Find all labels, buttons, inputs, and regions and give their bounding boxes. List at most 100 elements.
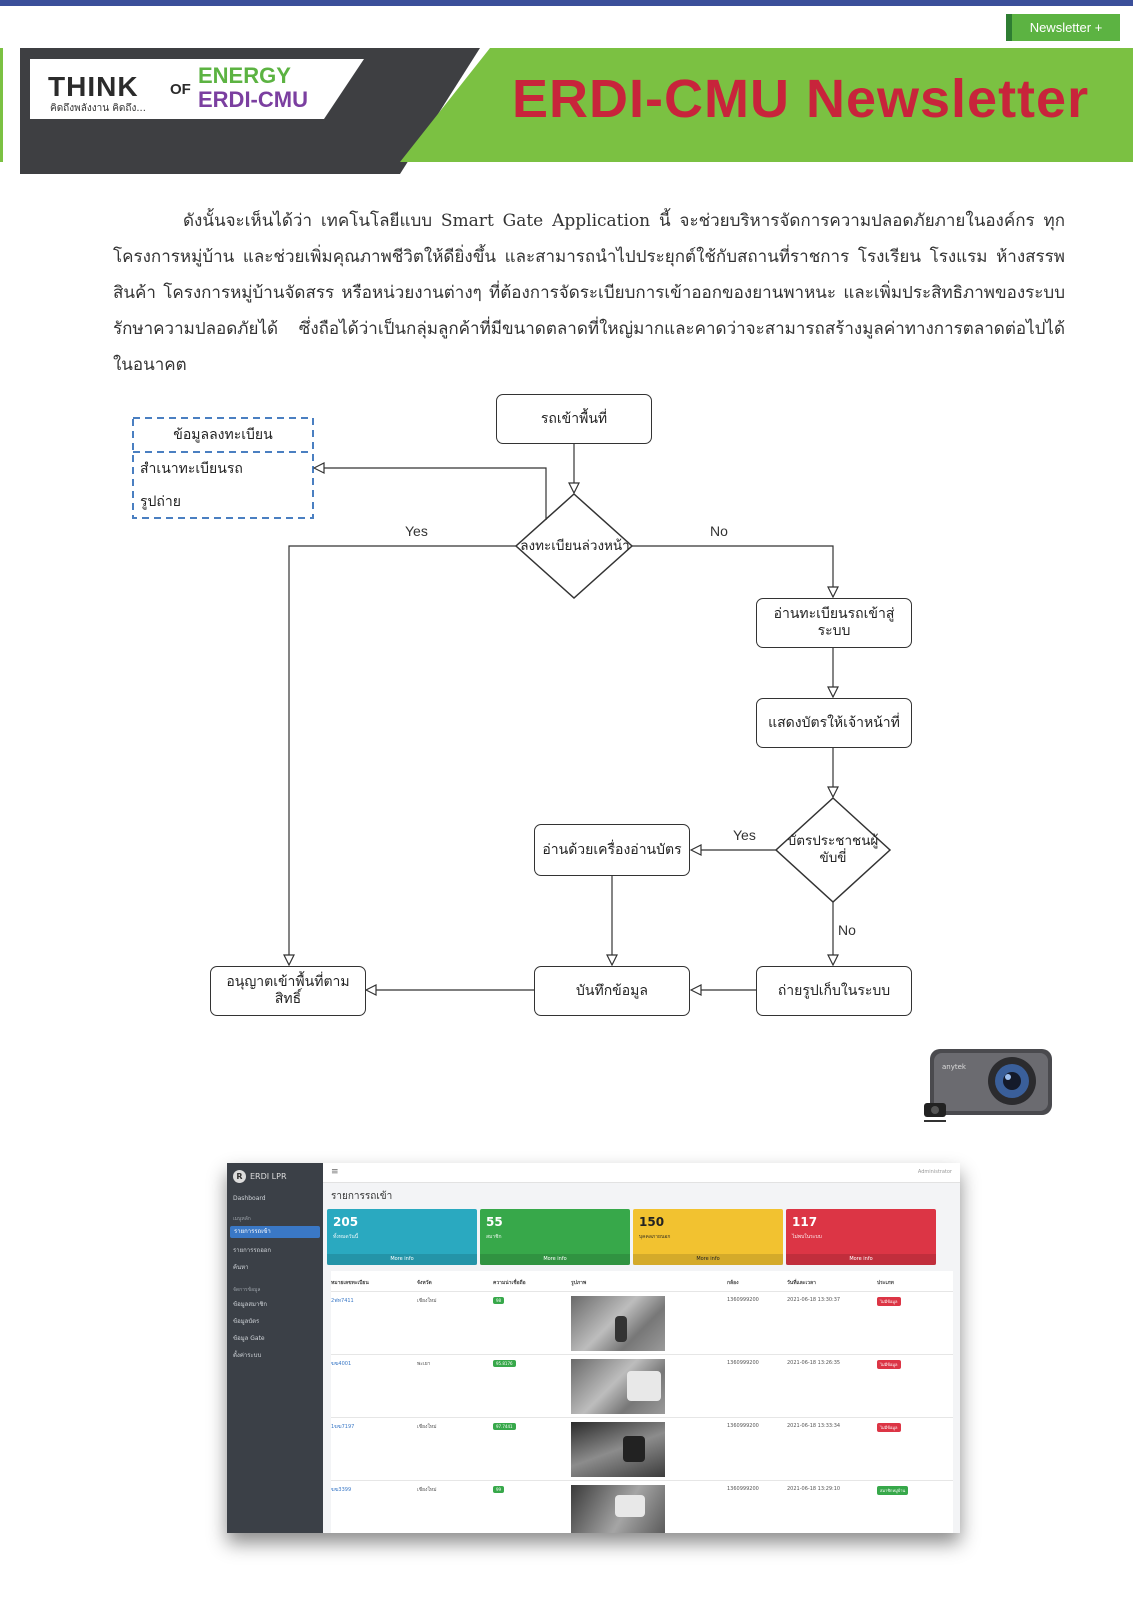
flowchart-connectors [132, 417, 892, 1040]
vehicle-photo [571, 1359, 665, 1414]
column-header: รูปภาพ [571, 1280, 587, 1286]
datetime-cell: 2021-06-18 13:33:34 [787, 1423, 841, 1429]
type-badge: ไม่มีข้อมูล [877, 1423, 901, 1432]
sidebar-item-search[interactable]: ค้นหา [233, 1264, 249, 1271]
stat-label: สมาชิก [486, 1234, 502, 1240]
table-row[interactable]: ฆฆ4001 พะเยา 95.8176 1360999200 2021-06-… [331, 1354, 953, 1417]
brand-label: ERDI LPR [250, 1172, 287, 1181]
dashcam-image: anytek [924, 1049, 1052, 1122]
sidebar-item-exits[interactable]: รายการรถออก [233, 1247, 272, 1254]
newsletter-title: ERDI-CMU Newsletter [512, 69, 1090, 129]
decision-id-card-label: บัตรประชาชนผู้ขับขี่ [787, 833, 879, 866]
plate-link[interactable]: 2ฟท7411 [331, 1298, 354, 1304]
camera-cell: 1360999200 [727, 1423, 759, 1429]
body-paragraph: ดังนั้นจะเห็นได้ว่า เทคโนโลยีแบบ Smart G… [113, 203, 1065, 383]
stat-card-visitors: 150 บุคคลภายนอก More info [633, 1209, 783, 1265]
stat-more-link[interactable]: More info [786, 1254, 936, 1265]
column-header: ประเภท [877, 1280, 894, 1286]
stat-value: 117 [792, 1215, 818, 1229]
tab-accent [1006, 14, 1012, 41]
stat-card-unknown: 117 ไม่พบในระบบ More info [786, 1209, 936, 1265]
plate-link[interactable]: ฆฆ3399 [331, 1487, 352, 1493]
camera-cell: 1360999200 [727, 1360, 759, 1366]
allow-entry-node: อนุญาตเข้าพื้นที่ตามสิทธิ์ [210, 966, 366, 1016]
sidebar-item-dashboard[interactable]: Dashboard [233, 1195, 266, 1202]
camera-cell: 1360999200 [727, 1297, 759, 1303]
confidence-badge: 97.7441 [493, 1423, 516, 1430]
sidebar-heading: เมนูหลัก [233, 1216, 251, 1222]
show-card-node: แสดงบัตรให้เจ้าหน้าที่ [756, 698, 912, 748]
vehicle-photo [571, 1422, 665, 1477]
edge-yes-label: Yes [405, 523, 428, 539]
take-photo-node: ถ่ายรูปเก็บในระบบ [756, 966, 912, 1016]
edge-no-label: No [710, 523, 728, 539]
stat-more-link[interactable]: More info [327, 1254, 477, 1265]
vehicle-photo [571, 1485, 665, 1533]
column-header: ความน่าเชื่อถือ [493, 1280, 526, 1286]
sidebar-item-members[interactable]: ข้อมูลสมาชิก [233, 1301, 268, 1308]
hamburger-icon[interactable]: ≡ [331, 1167, 339, 1177]
logo-think: THINK [48, 71, 139, 102]
confidence-badge: 98 [493, 1297, 505, 1304]
header-banner: THINK OF คิดถึงพลังงาน คิดถึง... ENERGY … [20, 48, 1133, 174]
stat-more-link[interactable]: More info [480, 1254, 630, 1265]
camera-cell: 1360999200 [727, 1486, 759, 1492]
sidebar-heading: จัดการข้อมูล [233, 1287, 261, 1293]
registration-title: ข้อมูลลงทะเบียน [173, 427, 273, 443]
sidebar-item-cards[interactable]: ข้อมูลบัตร [233, 1318, 260, 1325]
newsletter-tab-label: Newsletter + [1012, 14, 1120, 41]
confidence-badge: 95.8176 [493, 1360, 516, 1367]
top-rule [0, 0, 1133, 6]
sidebar-item-gates[interactable]: ข้อมูล Gate [233, 1335, 265, 1342]
stat-card-total: 205 ทั้งหมดวันนี้ More info [327, 1209, 477, 1265]
column-header: วันที่และเวลา [787, 1280, 816, 1286]
dashboard-topbar: ≡ Administrator [323, 1163, 960, 1183]
card-reader-node: อ่านด้วยเครื่องอ่านบัตร [534, 824, 690, 876]
svg-text:anytek: anytek [942, 1063, 967, 1071]
stat-label: ทั้งหมดวันนี้ [333, 1234, 359, 1240]
logo-of: OF [170, 81, 191, 98]
start-node: รถเข้าพื้นที่ [496, 394, 652, 444]
datetime-cell: 2021-06-18 13:29:10 [787, 1486, 841, 1492]
table-row[interactable]: ฆฆ3399 เชียงใหม่ 99 1360999200 2021-06-1… [331, 1480, 953, 1533]
body-text: ดังนั้นจะเห็นได้ว่า เทคโนโลยีแบบ Smart G… [113, 211, 1065, 375]
dashboard-page-title: รายการรถเข้า [331, 1191, 393, 1202]
province-cell: เชียงใหม่ [417, 1487, 437, 1493]
table-row[interactable]: 2ฟท7411 เชียงใหม่ 98 1360999200 2021-06-… [331, 1291, 953, 1354]
edge-yes-label: Yes [733, 827, 756, 843]
plate-link[interactable]: 1ฆฆ7197 [331, 1424, 355, 1430]
logo: THINK OF คิดถึงพลังงาน คิดถึง... ENERGY … [30, 59, 364, 119]
sidebar-item-entries[interactable]: รายการรถเข้า [230, 1226, 320, 1238]
left-accent-bar [0, 48, 3, 162]
confidence-badge: 99 [493, 1486, 505, 1493]
stat-value: 150 [639, 1215, 665, 1229]
datetime-cell: 2021-06-18 13:30:37 [787, 1297, 841, 1303]
table-row[interactable]: 1ฆฆ7197 เชียงใหม่ 97.7441 1360999200 202… [331, 1417, 953, 1480]
plate-link[interactable]: ฆฆ4001 [331, 1361, 352, 1367]
stat-value: 205 [333, 1215, 359, 1229]
logo-energy: ENERGY [198, 63, 291, 88]
brand-icon: R [233, 1170, 246, 1183]
stat-label: ไม่พบในระบบ [792, 1234, 822, 1240]
admin-label[interactable]: Administrator [917, 1169, 952, 1175]
stat-more-link[interactable]: More info [633, 1254, 783, 1265]
datetime-cell: 2021-06-18 13:26:35 [787, 1360, 841, 1366]
province-cell: เชียงใหม่ [417, 1424, 437, 1430]
decision-registered-label: ลงทะเบียนล่วงหน้า [520, 537, 630, 554]
logo-tagline: คิดถึงพลังงาน คิดถึง... [50, 103, 146, 114]
newsletter-tab[interactable]: Newsletter + [1006, 14, 1120, 41]
registration-item: สำเนาทะเบียนรถ [140, 461, 243, 477]
column-header: หมายเลขทะเบียน [331, 1280, 369, 1286]
column-header: กล้อง [727, 1280, 739, 1286]
header-green-panel [400, 48, 1133, 162]
province-cell: พะเยา [417, 1361, 431, 1367]
dashboard-screenshot: R ERDI LPR Dashboard เมนูหลัก รายการรถเข… [227, 1163, 960, 1533]
type-badge: สมาชิกหมู่บ้าน [877, 1486, 909, 1495]
save-data-node: บันทึกข้อมูล [534, 966, 690, 1016]
entries-table: หมายเลขทะเบียน จังหวัด ความน่าเชื่อถือ ร… [331, 1271, 953, 1533]
dashboard-brand: R ERDI LPR [233, 1170, 287, 1183]
dashboard-sidebar: R ERDI LPR Dashboard เมนูหลัก รายการรถเข… [227, 1163, 323, 1533]
vehicle-photo [571, 1296, 665, 1351]
sidebar-item-settings[interactable]: ตั้งค่าระบบ [233, 1352, 262, 1359]
type-badge: ไม่มีข้อมูล [877, 1297, 901, 1306]
